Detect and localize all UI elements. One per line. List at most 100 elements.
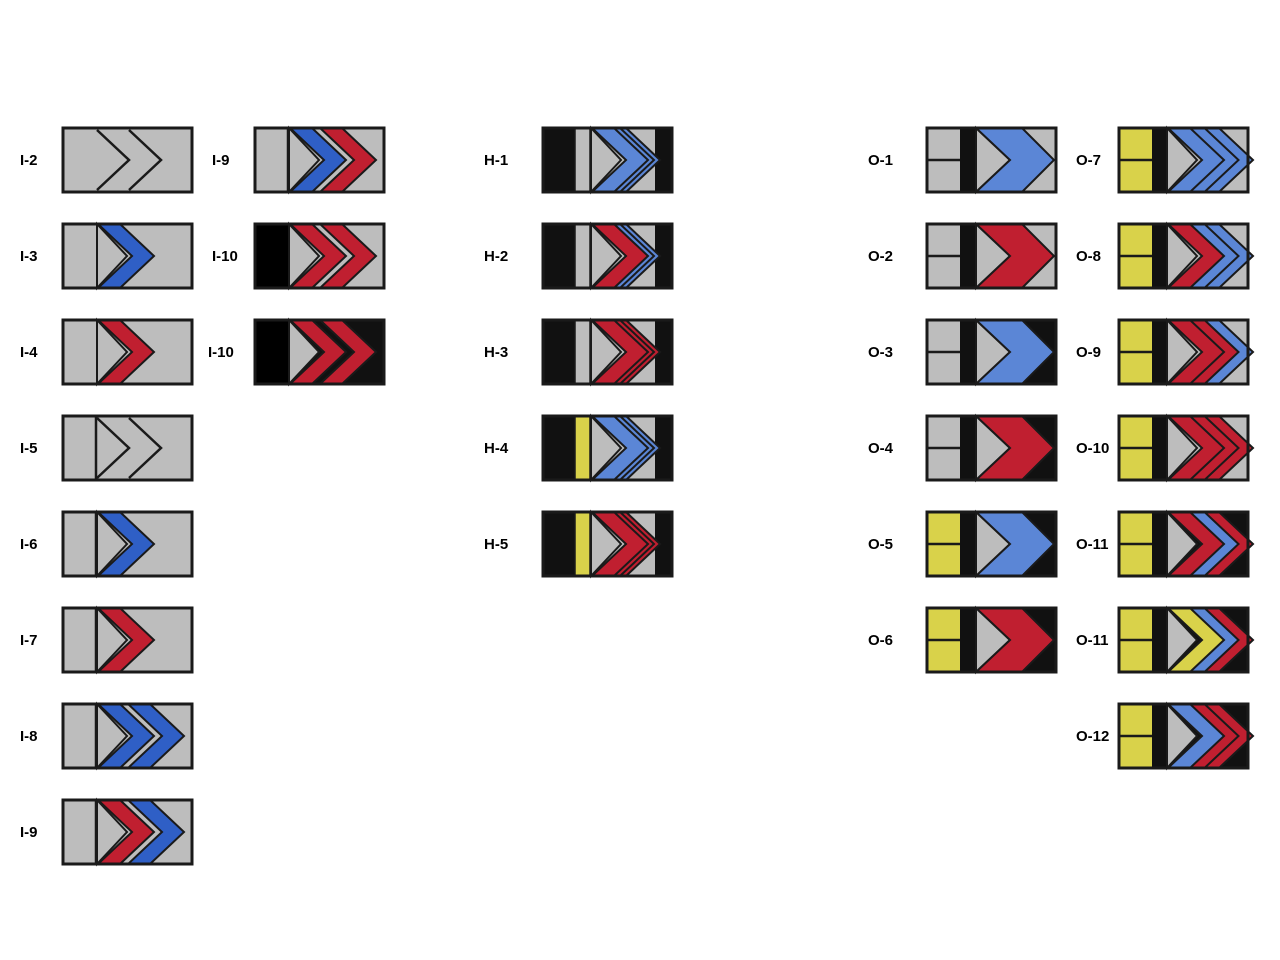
insignia-border <box>925 510 1058 578</box>
gray-triangle <box>288 317 321 387</box>
insignia-label: H-5 <box>484 536 508 553</box>
insignia-border <box>61 318 194 386</box>
band <box>574 127 591 193</box>
insignia-border <box>541 414 674 482</box>
chevron-outline <box>128 129 163 191</box>
gray-triangle <box>96 605 129 675</box>
insignia-label: I-6 <box>20 536 38 553</box>
tail-panel <box>655 320 672 384</box>
left-panel <box>543 320 575 384</box>
gray-triangle <box>1166 413 1199 483</box>
insignia-border <box>253 318 386 386</box>
insignia-i-6: I-6 <box>20 509 194 579</box>
insignia-i-9: I-9 <box>20 797 194 867</box>
left-panel <box>63 608 96 672</box>
insignia-i-3: I-3 <box>20 221 194 291</box>
band <box>1152 608 1167 672</box>
band <box>574 223 591 289</box>
left-panel <box>63 800 96 864</box>
band <box>960 512 975 576</box>
band <box>960 224 975 288</box>
gray-triangle <box>1166 221 1199 291</box>
left-panel <box>255 224 288 288</box>
insignia-label: O-5 <box>868 536 893 553</box>
gray-triangle <box>590 317 623 387</box>
insignia-i-4: I-4 <box>20 317 194 387</box>
insignia-o-8: O-8 <box>1076 221 1255 291</box>
insignia-border <box>1117 606 1250 674</box>
gray-triangle <box>96 317 129 387</box>
band <box>1152 704 1167 768</box>
insignia-o-4: O-4 <box>868 413 1058 483</box>
band <box>960 128 975 192</box>
insignia-o-7: O-7 <box>1076 125 1255 195</box>
insignia-border <box>61 798 194 866</box>
insignia-label: O-10 <box>1076 440 1109 457</box>
insignia-border <box>61 414 194 482</box>
insignia-border <box>61 222 194 290</box>
insignia-o-9: O-9 <box>1076 317 1255 387</box>
insignia-border <box>541 510 674 578</box>
insignia-label: O-3 <box>868 344 893 361</box>
gray-triangle <box>288 221 321 291</box>
gray-triangle <box>590 509 623 579</box>
insignia-border <box>1117 126 1250 194</box>
insignia-label: O-2 <box>868 248 893 265</box>
band <box>960 416 975 480</box>
insignia-label: I-5 <box>20 440 38 457</box>
gray-triangle <box>288 125 321 195</box>
insignia-h-1: H-1 <box>484 125 674 195</box>
left-panel <box>255 128 288 192</box>
insignia-o-2: O-2 <box>868 221 1058 291</box>
gray-triangle <box>1166 125 1199 195</box>
insignia-border <box>1117 510 1250 578</box>
insignia-label: H-3 <box>484 344 508 361</box>
gray-triangle <box>1166 605 1199 675</box>
band <box>1152 320 1167 384</box>
band <box>960 608 975 672</box>
insignia-label: H-2 <box>484 248 508 265</box>
insignia-border <box>925 126 1058 194</box>
left-panel <box>543 512 575 576</box>
insignia-h-4: H-4 <box>484 413 674 483</box>
insignia-border <box>1117 222 1250 290</box>
insignia-label: I-8 <box>20 728 38 745</box>
insignia-o-6: O-6 <box>868 605 1058 675</box>
chevron-outline <box>128 417 163 479</box>
gray-triangle <box>1166 701 1199 771</box>
insignia-label: O-6 <box>868 632 893 649</box>
band <box>960 320 975 384</box>
chevron-outline <box>96 129 131 191</box>
left-panel <box>255 320 288 384</box>
insignia-label: O-11 <box>1076 632 1109 649</box>
insignia-i-8: I-8 <box>20 701 194 771</box>
gray-triangle <box>96 509 129 579</box>
insignia-i-5: I-5 <box>20 414 194 482</box>
insignia-o-10: O-10 <box>1076 413 1255 483</box>
gray-triangle <box>590 413 623 483</box>
gray-triangle <box>590 221 623 291</box>
insignia-i-10: I-10 <box>208 317 386 387</box>
insignia-border <box>925 318 1058 386</box>
gray-triangle <box>590 125 623 195</box>
insignia-label: O-9 <box>1076 344 1101 361</box>
insignia-label: O-12 <box>1076 728 1109 745</box>
insignia-border <box>1117 702 1250 770</box>
gray-triangle <box>96 797 129 867</box>
insignia-border <box>925 606 1058 674</box>
insignia-border <box>541 126 674 194</box>
insignia-border <box>541 318 674 386</box>
insignia-i-2: I-2 <box>20 126 194 194</box>
band <box>574 319 591 385</box>
insignia-label: O-7 <box>1076 152 1101 169</box>
insignia-border <box>61 702 194 770</box>
insignia-border <box>61 510 194 578</box>
left-panel <box>63 512 96 576</box>
insignia-label: H-4 <box>484 440 509 457</box>
insignia-label: I-9 <box>212 152 230 169</box>
insignia-border <box>253 126 386 194</box>
tail-panel <box>655 416 672 480</box>
tail-panel <box>655 128 672 192</box>
insignia-border <box>541 222 674 290</box>
